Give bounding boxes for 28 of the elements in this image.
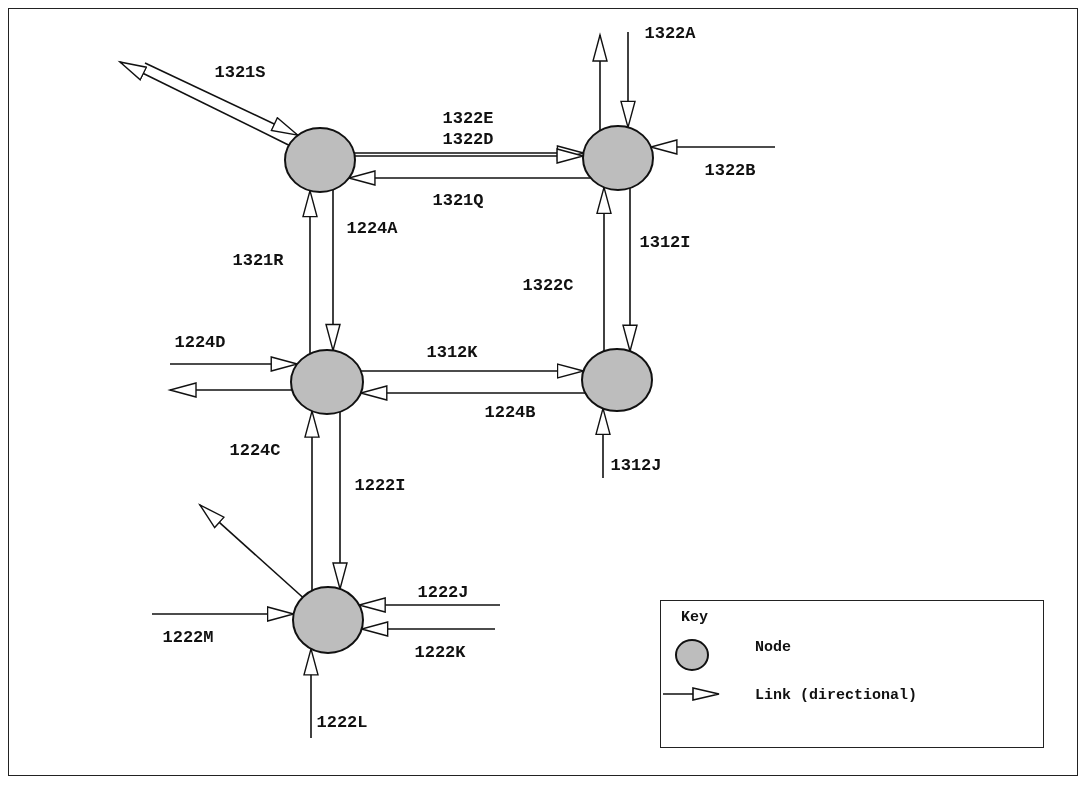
link-arrow: [303, 648, 319, 739]
key-heading: Key: [681, 609, 708, 626]
link-arrow: [302, 189, 318, 355]
link-arrow: [144, 62, 299, 136]
node-circle: [583, 126, 653, 190]
link-arrow: [325, 188, 341, 352]
link-arrow: [620, 31, 636, 129]
legend-text: Node: [755, 639, 791, 656]
node-circle: [291, 350, 363, 414]
link-arrow: [332, 411, 348, 590]
legend-text: Link (directional): [755, 687, 918, 704]
node-circle: [285, 128, 355, 192]
link-arrow: [358, 597, 501, 613]
node-circle: [293, 587, 363, 653]
link-arrow: [650, 139, 776, 155]
link-arrow: [360, 363, 585, 379]
link-arrow: [119, 61, 290, 146]
link-arrow: [151, 606, 295, 622]
link-arrow: [169, 382, 293, 398]
link-arrow: [348, 170, 592, 186]
link-arrow: [592, 34, 608, 132]
link-arrow: [199, 504, 304, 599]
link-arrow: [622, 187, 638, 353]
link-arrow: [596, 186, 612, 353]
link-arrow: [360, 621, 496, 637]
link-arrow: [595, 407, 611, 479]
node-circle: [582, 349, 652, 411]
link-arrow: [304, 410, 320, 592]
